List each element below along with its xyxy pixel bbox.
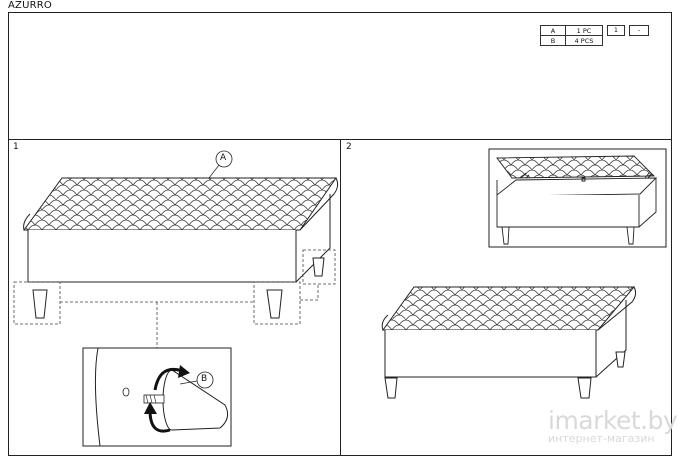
page-separator: - bbox=[629, 25, 649, 36]
step-1-label: 1 bbox=[13, 142, 19, 152]
step-2-label: 2 bbox=[346, 142, 352, 152]
watermark-subtitle: интернет-магазин bbox=[548, 432, 655, 445]
parts-row: B 4 PCS bbox=[540, 35, 603, 46]
vertical-divider bbox=[340, 139, 341, 456]
watermark-brand: imarket.by bbox=[548, 406, 678, 435]
callout-a-label: A bbox=[220, 153, 227, 163]
parts-table: A 1 PC B 4 PCS bbox=[540, 25, 603, 46]
callout-a-circle bbox=[215, 150, 233, 168]
part-qty: 4 PCS bbox=[565, 35, 603, 46]
callout-b-label: B bbox=[201, 374, 208, 384]
page-number: 1 bbox=[607, 25, 625, 36]
page-indicator: 1 - bbox=[607, 25, 649, 36]
document-title: AZURRO bbox=[8, 0, 52, 11]
callout-b-circle bbox=[196, 371, 214, 389]
